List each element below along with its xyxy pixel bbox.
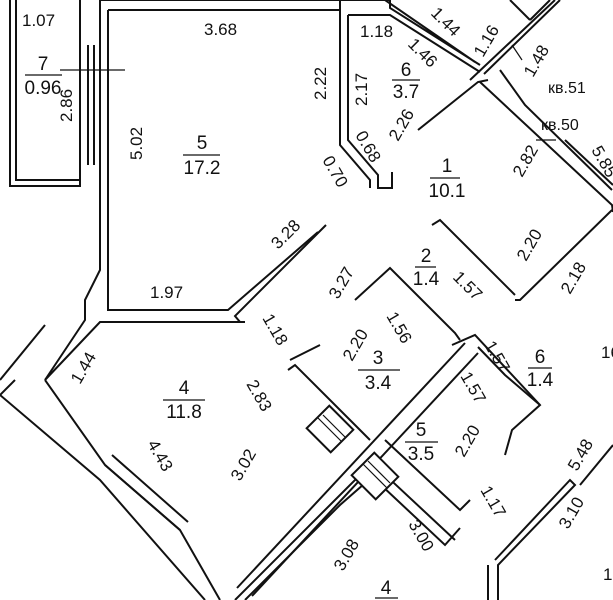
room-5b-area: 3.5 [408, 444, 434, 465]
room-4b-number: 4 [381, 578, 392, 599]
dimension-lines [25, 44, 556, 599]
wall-top-edge [340, 0, 481, 66]
dim-label: 1.07 [22, 11, 55, 30]
room-7-number: 7 [38, 54, 49, 75]
room-6-area: 3.7 [393, 82, 419, 103]
dim-label: 1.44 [67, 349, 100, 387]
wall-right-edge [564, 139, 613, 186]
wall-room1-top [417, 79, 489, 131]
room-1-number: 1 [442, 156, 453, 177]
wall-room6b-box [477, 346, 541, 406]
room-1-area: 10.1 [429, 181, 466, 202]
dim-label: 5.02 [127, 127, 146, 160]
wall-room3-left [289, 344, 321, 361]
room-3-area: 3.4 [365, 373, 392, 394]
dim-label: 0.70 [319, 153, 352, 191]
wall-room4-left2 [0, 379, 16, 396]
vent-shaft-upper-x [317, 414, 346, 443]
dim-line-apt-divider2 [511, 44, 523, 61]
wall-room5-outer [44, 0, 101, 381]
wall-room4-bottom [44, 379, 221, 600]
room-6b-number: 6 [535, 347, 546, 368]
room-5b-number: 5 [416, 420, 427, 441]
room-5-area: 17.2 [184, 158, 221, 179]
dim-label: 5.48 [564, 436, 597, 474]
room-7-area: 0.96 [25, 78, 62, 99]
dim-label: 2.86 [57, 89, 76, 122]
room-2-number: 2 [421, 246, 432, 267]
room-3-number: 3 [373, 348, 384, 369]
dim-label: 3.27 [325, 264, 358, 302]
wall-room5-right [339, 10, 371, 188]
dim-label: 2.18 [557, 259, 590, 297]
dim-label: 16 [601, 343, 613, 362]
dim-label: 3.08 [330, 536, 363, 574]
dim-label: 1.18 [360, 22, 393, 41]
dim-label: 1.17 [477, 483, 510, 521]
dim-label: 1 [603, 565, 612, 584]
room-6-number: 6 [401, 60, 412, 81]
dim-label: 2.17 [352, 73, 371, 106]
wall-balcony-inner [15, 0, 80, 181]
vent-shaft-lower-x [362, 460, 391, 489]
dim-label: 4.43 [144, 437, 177, 475]
dim-label: 3.68 [204, 20, 237, 39]
room-4-number: 4 [179, 378, 190, 399]
wall-room2-right [431, 218, 516, 296]
wall-room3-box [287, 363, 371, 441]
wall-room5-top [100, 0, 341, 11]
vent-shafts [305, 404, 400, 501]
dim-label: 2.20 [339, 326, 372, 364]
dim-label: 3.02 [227, 446, 260, 484]
wall-room5-inner [107, 10, 319, 311]
wall-room6-left [347, 15, 393, 189]
dim-label: 5.85 [588, 143, 613, 181]
wall-room4-left [0, 324, 46, 381]
apartment-51-label: кв.51 [548, 80, 586, 97]
wall-room6-top [348, 14, 481, 73]
dim-label: 2.26 [385, 106, 418, 144]
dimension-labels: 1.07 3.68 2.22 5.02 2.86 1.18 2.17 1.46 … [22, 3, 613, 584]
wall-room5-diag [233, 224, 327, 323]
room-4-area: 11.8 [166, 402, 202, 423]
dim-label: 1.56 [383, 309, 416, 347]
dim-label: 2.22 [311, 67, 330, 100]
dim-label: 1.57 [449, 267, 486, 304]
wall-room2-left [354, 266, 461, 341]
wall-room4-window-outer [104, 454, 189, 531]
wall-balcony-window [79, 45, 101, 165]
vent-shaft-upper [305, 404, 355, 454]
wall-right-bottom [579, 444, 613, 486]
dim-label: 2.20 [451, 422, 484, 460]
dim-label: 1.97 [150, 283, 183, 302]
apartment-labels: кв.51 кв.50 [541, 80, 586, 134]
wall-upper-right [469, 0, 561, 81]
wall-mid-right [515, 209, 613, 301]
wall-room1-right [479, 81, 613, 213]
dim-label: 2.20 [513, 226, 546, 264]
dim-label: 1.18 [259, 311, 292, 349]
room-5-number: 5 [197, 133, 208, 154]
wall-apt-divider [499, 69, 613, 191]
room-labels: 7 0.96 5 17.2 6 3.7 1 10.1 2 1.4 3 3.4 4… [25, 54, 554, 599]
dim-label: 2.82 [509, 142, 542, 180]
dim-label: 1.57 [457, 369, 490, 407]
wall-lower-right [494, 478, 577, 600]
apartment-50-label: кв.50 [541, 117, 579, 134]
dim-label: 1.48 [520, 42, 553, 80]
room-6b-area: 1.4 [527, 370, 554, 391]
dim-label: 2.83 [243, 377, 276, 415]
wall-center-diag [236, 342, 466, 589]
dim-label: 3.28 [267, 216, 304, 253]
dim-label: 0.68 [352, 128, 385, 166]
wall-room4-bottom2 [0, 394, 206, 600]
dim-label: 3.00 [405, 517, 438, 555]
wall-room4-top [44, 321, 245, 381]
wall-room5b-right [384, 439, 471, 512]
room-2-area: 1.4 [413, 269, 440, 290]
